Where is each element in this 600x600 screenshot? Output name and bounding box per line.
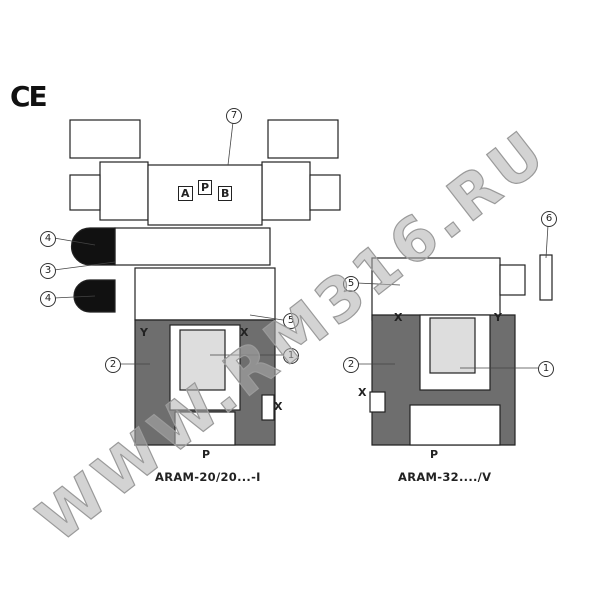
- right-solenoid-connector: [267, 119, 339, 159]
- right-valve: [369, 254, 553, 446]
- label-x: X: [240, 326, 249, 339]
- callout: 5: [283, 313, 299, 329]
- callout: 5: [343, 276, 359, 292]
- label-p: P: [202, 448, 211, 461]
- callout: 1: [538, 361, 554, 377]
- pilot-valve-body: [147, 164, 263, 226]
- callout: 6: [541, 211, 557, 227]
- label-y: Y: [494, 311, 502, 324]
- left-valve: [69, 119, 341, 446]
- label-x-side: X: [358, 386, 367, 399]
- left-caption: ARAM-20/20...-I: [155, 470, 261, 484]
- right-caption: ARAM-32..../V: [398, 470, 492, 484]
- port-p: P: [198, 180, 213, 195]
- port-a: A: [178, 186, 193, 201]
- port-b: B: [218, 186, 233, 201]
- label-x: X: [394, 311, 403, 324]
- leader-lines: [53, 121, 549, 369]
- ce-mark: CE: [10, 80, 48, 113]
- left-solenoid-connector: [69, 119, 141, 159]
- callout: 7: [226, 108, 242, 124]
- callout: 2: [105, 357, 121, 373]
- callout: 4: [40, 291, 56, 307]
- callout: 4: [40, 231, 56, 247]
- label-p: P: [430, 448, 439, 461]
- label-y: Y: [140, 326, 148, 339]
- label-x-side: X: [274, 400, 283, 413]
- callout: 3: [40, 263, 56, 279]
- callout: 2: [343, 357, 359, 373]
- callout: 1: [283, 348, 299, 364]
